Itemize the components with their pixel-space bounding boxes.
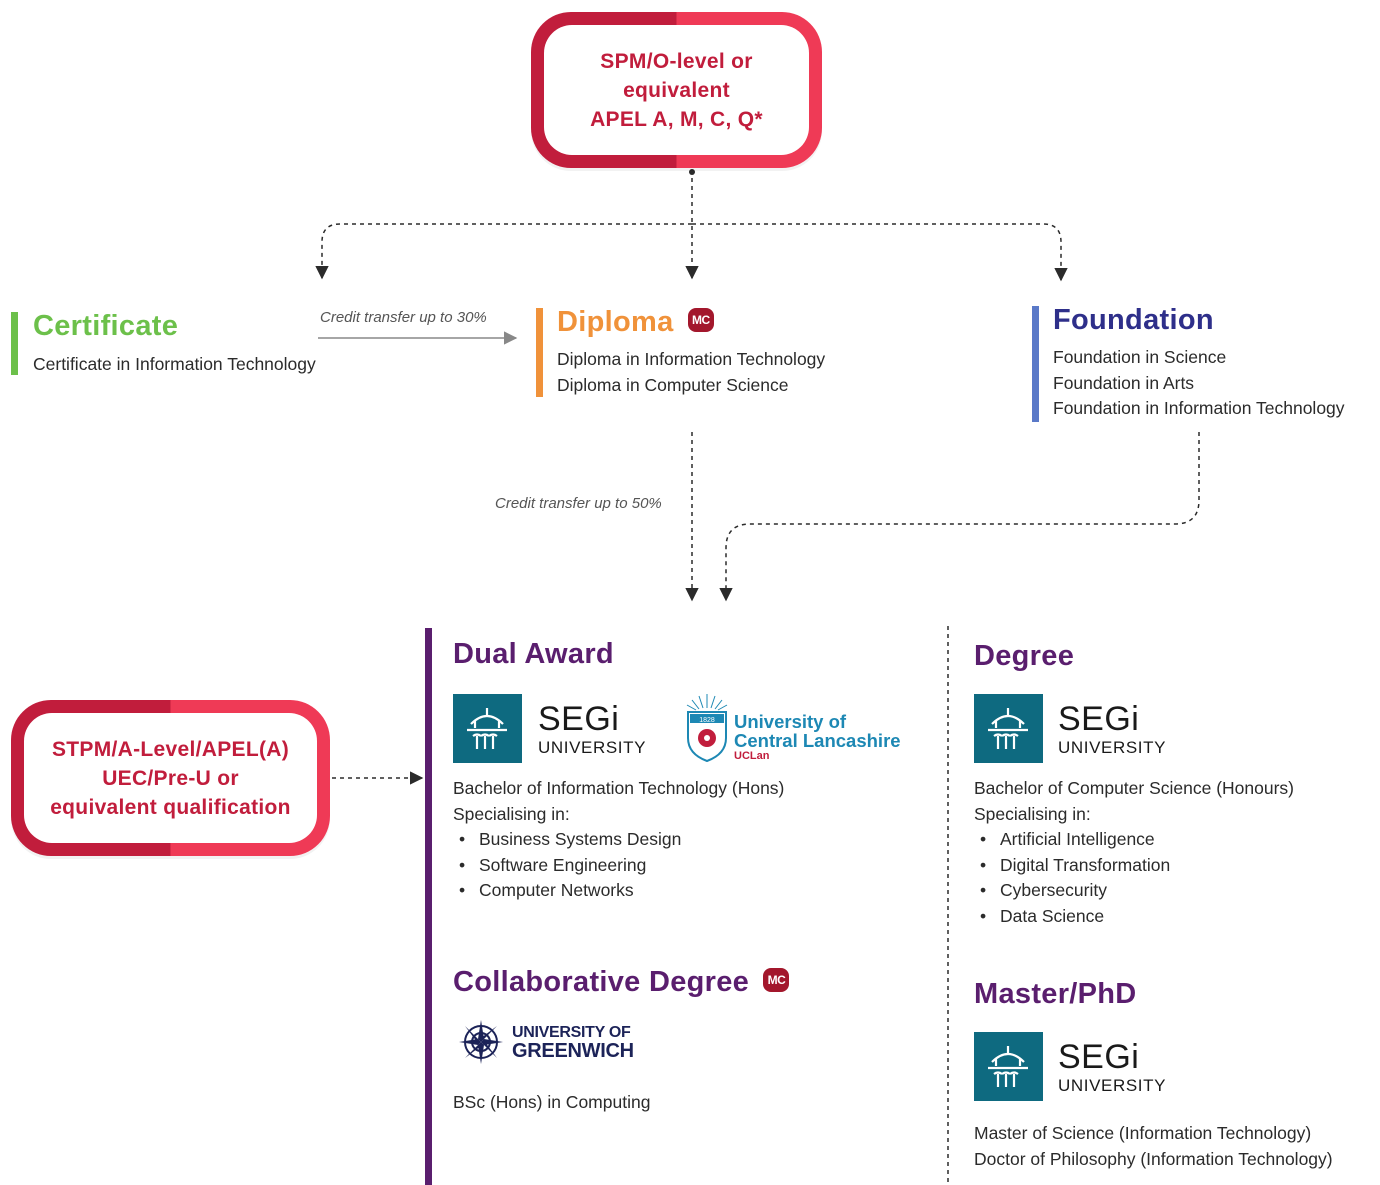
entry-spm-line: SPM/O-level or	[600, 49, 753, 73]
uclan-crest-icon: 1828	[685, 692, 729, 763]
specialisation-item: Business Systems Design	[453, 827, 681, 853]
entry-stpm-line: equivalent qualification	[50, 795, 291, 819]
connector-to-foundation	[692, 223, 1068, 282]
entry-stpm-line: UEC/Pre-U or	[102, 766, 239, 790]
greenwich-line2: GREENWICH	[512, 1040, 634, 1062]
segi-name: SEGi	[1058, 700, 1140, 738]
programme-item: Bachelor of Computer Science (Honours)	[974, 778, 1295, 798]
entry-box-spm: SPM/O-level or equivalent APEL A, M, C, …	[531, 12, 822, 168]
diploma-programmes: Diploma in Information Technology Diplom…	[557, 347, 825, 398]
diploma-title-text: Diploma	[557, 306, 674, 338]
segi-sub: UNIVERSITY	[1058, 1076, 1167, 1095]
degree-specialisations: Artificial Intelligence Digital Transfor…	[974, 827, 1170, 929]
dual-award-programme: Bachelor of Information Technology (Hons…	[453, 776, 784, 827]
programme-item: Foundation in Information Technology	[1053, 398, 1345, 418]
collaborative-title: Collaborative Degree MC	[453, 966, 790, 999]
specialisation-item: Software Engineering	[453, 853, 681, 879]
connector-to-certificate	[315, 223, 692, 280]
diploma-bar	[536, 308, 543, 397]
programme-item: Diploma in Information Technology	[557, 349, 826, 369]
degree-column-bar	[425, 628, 432, 1185]
credit-transfer-50: Credit transfer up to 50%	[495, 495, 662, 512]
diploma-title: Diploma MC	[557, 306, 714, 339]
segi-sub: UNIVERSITY	[538, 738, 647, 757]
segi-logo-icon	[974, 1032, 1043, 1101]
mc-badge: MC	[687, 308, 714, 333]
degree-programme: Bachelor of Computer Science (Honours) S…	[974, 776, 1294, 827]
certificate-title: Certificate	[33, 310, 179, 342]
uclan-short: UCLan	[734, 750, 770, 762]
greenwich-name: UNIVERSITY OF GREENWICH	[512, 1024, 634, 1062]
dual-award-title: Dual Award	[453, 638, 614, 670]
greenwich-line1: UNIVERSITY OF	[512, 1024, 631, 1041]
uclan-year: 1828	[699, 717, 715, 724]
collaborative-title-text: Collaborative Degree	[453, 966, 750, 998]
foundation-title: Foundation	[1053, 304, 1214, 336]
programme-item: Doctor of Philosophy (Information Techno…	[974, 1148, 1333, 1169]
credit-transfer-30: Credit transfer up to 30%	[320, 309, 487, 326]
segi-sub: UNIVERSITY	[1058, 738, 1167, 757]
postgrad-programmes: Master of Science (Information Technolog…	[974, 1121, 1333, 1172]
foundation-programmes: Foundation in Science Foundation in Arts…	[1053, 345, 1345, 422]
foundation-bar	[1032, 306, 1039, 422]
programme-item: Foundation in Science	[1053, 347, 1227, 367]
certificate-programmes: Certificate in Information Technology	[33, 352, 316, 378]
entry-spm-line: equivalent	[623, 78, 730, 102]
greenwich-compass-icon	[457, 1018, 505, 1066]
postgrad-title: Master/PhD	[974, 978, 1137, 1010]
programme-item: Bachelor of Information Technology (Hons…	[453, 778, 785, 798]
entry-stpm-line: STPM/A-Level/APEL(A)	[51, 737, 290, 761]
programme-item: BSc (Hons) in Computing	[453, 1092, 651, 1112]
segi-logo-icon	[974, 694, 1043, 763]
dual-award-specialisations: Business Systems Design Software Enginee…	[453, 827, 681, 904]
uclan-line1: University of	[734, 711, 847, 732]
uclan-line2: Central Lancashire	[734, 730, 901, 751]
specialising-label: Specialising in:	[453, 803, 570, 824]
programme-item: Foundation in Arts	[1053, 372, 1195, 393]
specialising-label: Specialising in:	[974, 803, 1091, 824]
programme-item: Master of Science (Information Technolog…	[974, 1123, 1312, 1143]
degree-title: Degree	[974, 640, 1075, 672]
entry-spm-line: APEL A, M, C, Q*	[590, 107, 763, 131]
programme-item: Certificate in Information Technology	[33, 354, 316, 374]
programme-item: Diploma in Computer Science	[557, 374, 789, 395]
segi-name: SEGi	[538, 700, 620, 738]
mc-badge: MC	[763, 968, 790, 993]
specialisation-item: Artificial Intelligence	[974, 827, 1170, 853]
collaborative-programme: BSc (Hons) in Computing	[453, 1090, 650, 1116]
specialisation-item: Cybersecurity	[974, 878, 1170, 904]
specialisation-item: Digital Transformation	[974, 853, 1170, 879]
specialisation-item: Computer Networks	[453, 878, 681, 904]
specialisation-item: Data Science	[974, 904, 1170, 930]
entry-box-stpm: STPM/A-Level/APEL(A) UEC/Pre-U or equiva…	[11, 700, 330, 856]
uclan-name: University of Central Lancashire	[734, 712, 901, 750]
segi-name: SEGi	[1058, 1038, 1140, 1076]
segi-logo-icon	[453, 694, 522, 763]
connector-foundation-to-degree	[719, 432, 1200, 602]
certificate-bar	[11, 312, 18, 375]
